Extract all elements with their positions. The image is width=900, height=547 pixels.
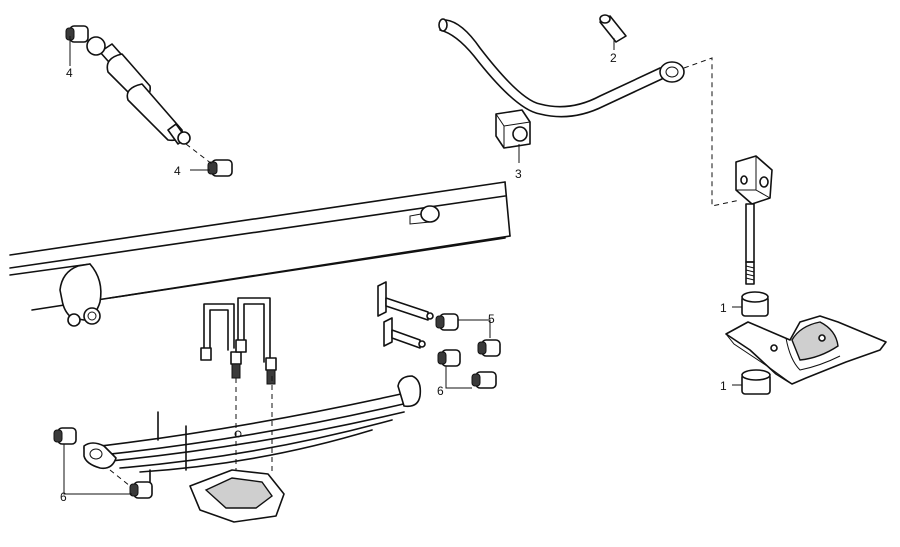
bushing-6-a xyxy=(437,349,461,367)
spring-shackle xyxy=(377,281,434,349)
callout-5: 5 xyxy=(488,312,495,326)
callout-4-lower: 4 xyxy=(174,164,181,178)
callout-6-left: 6 xyxy=(60,490,67,504)
stabilizer-bar xyxy=(438,18,685,118)
callout-1-upper: 1 xyxy=(720,301,727,315)
bushing-5-b xyxy=(477,339,501,357)
callout-6-middle: 6 xyxy=(437,384,444,398)
bushing-6-d xyxy=(129,481,153,499)
lower-mounting-bracket xyxy=(725,315,887,385)
bushing-3 xyxy=(495,109,531,149)
bushing-5-a xyxy=(435,313,459,331)
bushing-4-lower xyxy=(207,159,233,177)
frame-rail xyxy=(9,181,511,327)
spring-seat xyxy=(189,469,285,523)
bushing-1-lower xyxy=(741,369,771,395)
bushing-2 xyxy=(599,14,627,43)
callout-4-upper: 4 xyxy=(66,66,73,80)
bushing-1-upper xyxy=(741,291,769,317)
bushing-6-b xyxy=(471,371,497,389)
bushing-6-c xyxy=(53,427,77,445)
u-bolts xyxy=(200,297,277,385)
shock-absorber xyxy=(86,36,191,145)
bushing-4-upper xyxy=(65,25,89,43)
callout-2: 2 xyxy=(610,51,617,65)
callout-3: 3 xyxy=(515,167,522,181)
stabilizer-link xyxy=(735,155,773,285)
leaf-spring xyxy=(83,375,422,489)
callout-1-lower: 1 xyxy=(720,379,727,393)
